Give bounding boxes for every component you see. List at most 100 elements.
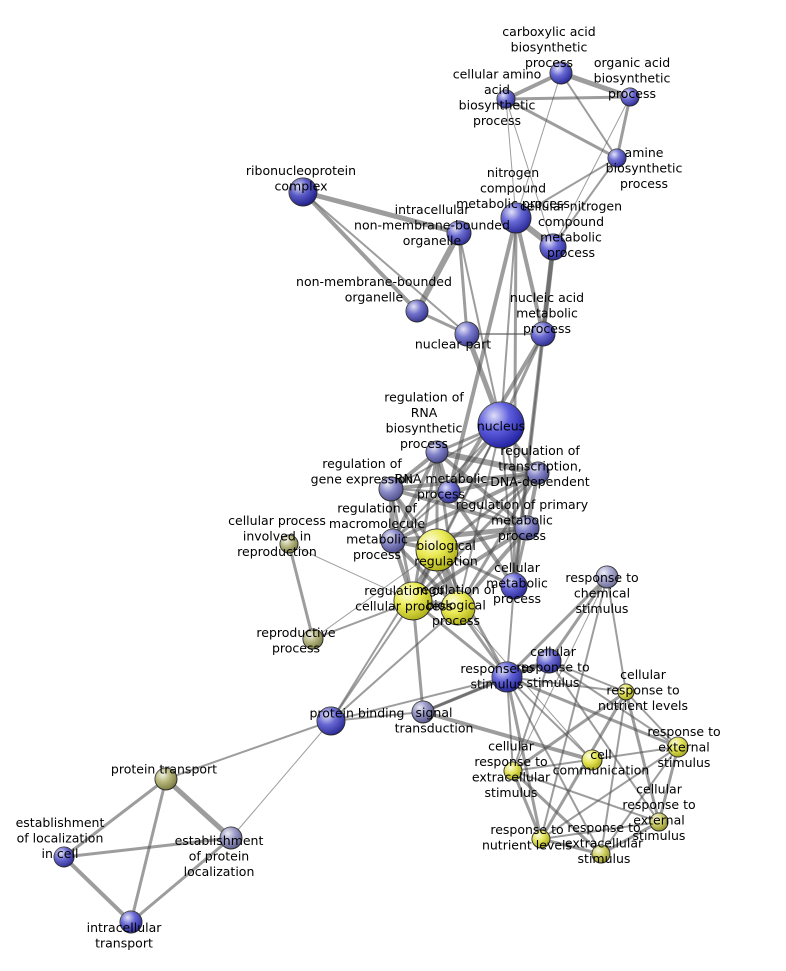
graph-edge-respchem-respnut[interactable] bbox=[540, 576, 608, 840]
node-regtrans[interactable] bbox=[526, 461, 550, 485]
graph-edge-prottrans-intratrans[interactable] bbox=[129, 777, 168, 924]
graph-edge-prottrans-estloc[interactable] bbox=[62, 777, 168, 859]
node-cellresp[interactable] bbox=[536, 648, 562, 674]
node-regmacro[interactable] bbox=[380, 528, 406, 554]
node-regbio[interactable] bbox=[440, 590, 476, 626]
graph-edge-estloc-intratrans[interactable] bbox=[62, 855, 133, 924]
node-repro[interactable] bbox=[302, 628, 324, 650]
graph-edge-cellrepro-regcell[interactable] bbox=[288, 543, 414, 602]
graph-edge-nitrogen-nucleus[interactable] bbox=[500, 217, 517, 426]
graph-edge-intranmb-nmb[interactable] bbox=[414, 230, 462, 314]
node-nucleus[interactable] bbox=[477, 401, 525, 449]
node-carbox[interactable] bbox=[549, 61, 573, 85]
graph-edge-cellrespnut-cellrespextr[interactable] bbox=[511, 690, 628, 773]
graph-edge-cellrespextr-cellrespext2[interactable] bbox=[512, 770, 660, 823]
node-regprimary[interactable] bbox=[514, 515, 540, 541]
node-prottrans[interactable] bbox=[154, 767, 178, 791]
graph-edge-respstim-cellrespnut[interactable] bbox=[506, 676, 627, 693]
graph-edge-respnut-respextr[interactable] bbox=[539, 837, 603, 856]
node-respchem[interactable] bbox=[595, 565, 619, 589]
node-ribo[interactable] bbox=[288, 177, 318, 207]
graph-edge-carbox-amine[interactable] bbox=[560, 72, 618, 159]
graph-edge-regtrans-regbio[interactable] bbox=[456, 471, 540, 610]
graph-edge-cellrespextr-respnut[interactable] bbox=[511, 769, 543, 841]
graph-edge-respext-respnut[interactable] bbox=[540, 746, 679, 840]
node-organic[interactable] bbox=[620, 87, 640, 107]
graph-edge-cellresp-cellrespext2[interactable] bbox=[548, 660, 660, 823]
graph-edge-cellrespnut-respextr[interactable] bbox=[600, 691, 627, 855]
node-cellmet[interactable] bbox=[500, 572, 528, 600]
graph-edge-cellamino-amine[interactable] bbox=[504, 97, 619, 160]
graph-edge-signal-cellcomm[interactable] bbox=[421, 710, 594, 762]
graph-edge-protbind-regbio[interactable] bbox=[330, 607, 459, 722]
graph-edge-ribo-nmb[interactable] bbox=[301, 190, 419, 313]
node-cellrespnut[interactable] bbox=[617, 683, 635, 701]
graph-edge-amine-cellnitrogen[interactable] bbox=[552, 157, 618, 248]
graph-edge-respchem-respstim[interactable] bbox=[505, 575, 609, 679]
node-intranmb[interactable] bbox=[446, 220, 472, 246]
node-reggene[interactable] bbox=[378, 476, 404, 502]
graph-edge-respstim-cellrespextr[interactable] bbox=[506, 676, 514, 772]
node-estprot[interactable] bbox=[219, 826, 243, 850]
graph-edge-intranmb-nuclearpart[interactable] bbox=[457, 231, 469, 336]
graph-edge-protbind-regcell[interactable] bbox=[330, 600, 414, 722]
graph-edge-protbind-respstim[interactable] bbox=[330, 676, 508, 722]
graph-edge-cellamino-nitrogen[interactable] bbox=[505, 98, 517, 219]
graph-edge-signal-protbind[interactable] bbox=[330, 711, 424, 722]
graph-edge-respchem-cellrespnut[interactable] bbox=[606, 576, 627, 693]
graph-edge-cellrespext2-respnut[interactable] bbox=[540, 821, 660, 840]
graph-edge-amine-nitrogen[interactable] bbox=[515, 157, 618, 219]
graph-edge-cellresp-cellrespextr[interactable] bbox=[512, 660, 550, 772]
node-regRNAbio[interactable] bbox=[425, 440, 449, 464]
graph-edge-regRNAbio-regtrans[interactable] bbox=[434, 449, 541, 476]
node-cellrepro[interactable] bbox=[279, 534, 299, 554]
node-respextr[interactable] bbox=[591, 844, 611, 864]
graph-edge-regmacro-regprimary[interactable] bbox=[390, 525, 530, 544]
graph-edge-organic-amine[interactable] bbox=[615, 95, 632, 160]
graph-edge-respext-respextr[interactable] bbox=[600, 746, 679, 855]
graph-edge-cellresp-respext[interactable] bbox=[548, 660, 679, 748]
graph-edge-protbind-prottrans[interactable] bbox=[165, 720, 332, 780]
graph-edge-estloc-estprot[interactable] bbox=[62, 836, 233, 859]
node-regcell[interactable] bbox=[393, 581, 433, 621]
node-protbind[interactable] bbox=[316, 706, 346, 736]
graph-edge-estprot-protbind[interactable] bbox=[230, 720, 332, 839]
node-nitrogen[interactable] bbox=[500, 202, 532, 234]
graph-edge-cellrepro-repro[interactable] bbox=[287, 542, 315, 641]
node-estloc[interactable] bbox=[53, 846, 75, 868]
graph-edge-respstim-respext[interactable] bbox=[505, 675, 680, 749]
graph-edge-cellrespextr-respextr[interactable] bbox=[511, 769, 603, 856]
graph-edge-cellamino-cellnitrogen[interactable] bbox=[505, 98, 554, 248]
graph-edge-organic-cellamino[interactable] bbox=[504, 95, 632, 101]
graph-edge-nitrogen-nucleicacid[interactable] bbox=[514, 216, 545, 336]
node-nmb[interactable] bbox=[405, 299, 429, 323]
node-nuclearpart[interactable] bbox=[454, 321, 480, 347]
graph-edge-carbox-organic[interactable] bbox=[558, 70, 633, 100]
graph-edge-respstim-respnut[interactable] bbox=[505, 675, 543, 841]
graph-edge-protbind-bioreg[interactable] bbox=[330, 549, 438, 722]
node-intratrans[interactable] bbox=[119, 910, 143, 934]
node-cellrespext2[interactable] bbox=[649, 812, 669, 832]
graph-edge-estprot-intratrans[interactable] bbox=[129, 836, 233, 924]
node-respext[interactable] bbox=[667, 736, 689, 758]
node-cellnitrogen[interactable] bbox=[539, 233, 567, 261]
node-nucleicacid[interactable] bbox=[530, 321, 556, 347]
node-cellamino[interactable] bbox=[496, 89, 516, 109]
graph-edge-regtrans-regcell[interactable] bbox=[411, 471, 540, 603]
node-amine[interactable] bbox=[607, 148, 627, 168]
graph-edge-regtrans-RNAmet[interactable] bbox=[447, 471, 540, 494]
graph-edge-prottrans-estprot[interactable] bbox=[163, 776, 234, 841]
graph-edge-cellresp-cellrespnut[interactable] bbox=[548, 660, 627, 693]
node-RNAmet[interactable] bbox=[437, 480, 461, 504]
graph-edge-intranmb-nucleus[interactable] bbox=[458, 232, 502, 426]
graph-edge-ribo-nuclearpart[interactable] bbox=[302, 191, 468, 335]
graph-edge-respchem-cellresp[interactable] bbox=[547, 575, 609, 663]
graph-edge-ribo-intranmb[interactable] bbox=[300, 189, 462, 236]
graph-edge-cellrespext2-respextr[interactable] bbox=[599, 820, 661, 856]
node-cellrespextr[interactable] bbox=[503, 761, 523, 781]
node-respstim[interactable] bbox=[491, 661, 523, 693]
graph-edge-cellcomm-regbio[interactable] bbox=[457, 607, 593, 761]
graph-edge-respext-cellrespext2[interactable] bbox=[657, 745, 680, 824]
graph-edge-regtrans-reggene[interactable] bbox=[389, 471, 540, 491]
